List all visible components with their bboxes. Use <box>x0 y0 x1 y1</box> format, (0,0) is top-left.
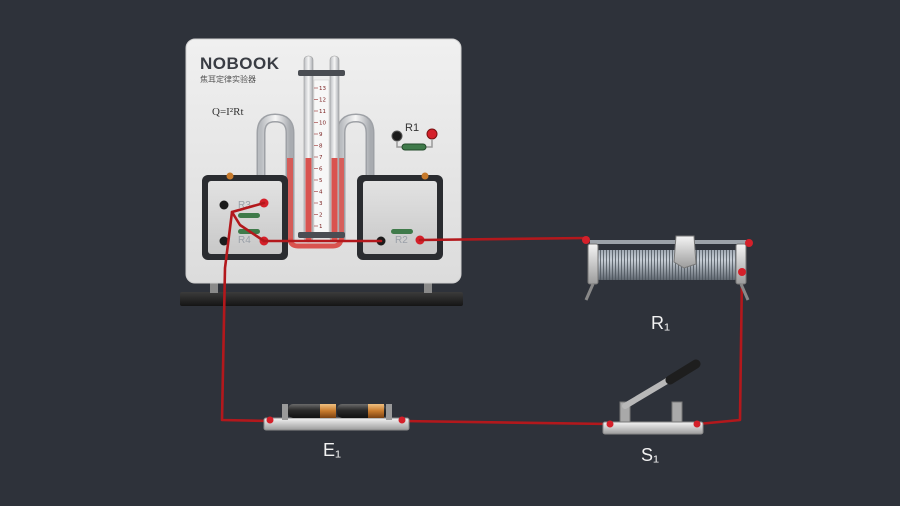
box-left-r4-label: R4 <box>238 235 251 246</box>
battery-base <box>263 417 410 431</box>
circuit-wires[interactable] <box>220 201 744 426</box>
knife-switch[interactable]: S₁ <box>602 359 704 465</box>
wire-box-to-rheostat[interactable] <box>262 236 588 243</box>
switch-contact <box>671 401 683 423</box>
liquid-gauge-left <box>305 158 312 240</box>
rheostat-slider[interactable] <box>673 235 697 269</box>
rheostat-leg-right <box>739 283 750 301</box>
wire-battery-to-box[interactable] <box>220 201 272 423</box>
rheostat[interactable]: R₁ <box>582 235 753 333</box>
box-left-terminal-black-2[interactable] <box>219 236 229 246</box>
battery[interactable]: E₁ <box>263 404 410 460</box>
scale-tick-label: 13 <box>319 86 326 92</box>
board-r1-label: R1 <box>405 122 419 134</box>
switch-hinge <box>619 401 631 423</box>
scale-tick-label: 3 <box>319 201 323 207</box>
scale-tick-label: 9 <box>319 132 323 138</box>
battery-band-2 <box>368 404 384 418</box>
scale-tick-label: 11 <box>319 109 326 115</box>
box-left-r3-label: R3 <box>238 200 251 211</box>
scale-tick-label: 1 <box>319 224 323 230</box>
wire-rheostat-to-switch[interactable] <box>696 270 744 426</box>
battery-holder-left <box>282 404 288 420</box>
scale-tick-label: 7 <box>319 155 323 161</box>
apparatus-base <box>180 292 463 306</box>
apparatus-foot-left <box>210 282 218 293</box>
heating-box-right <box>363 181 437 254</box>
brand-title: NOBOOK <box>200 54 280 73</box>
u-tube-right <box>336 113 375 240</box>
scale-tick-label: 12 <box>319 98 326 104</box>
box-right-r2-label: R2 <box>395 235 408 246</box>
battery-terminal-right[interactable] <box>398 416 406 424</box>
apparatus-name: 焦耳定律实验器 <box>200 74 256 84</box>
rheostat-terminal-top-right[interactable] <box>745 239 753 247</box>
rheostat-end-right <box>735 243 747 285</box>
u-tube-left <box>256 113 295 240</box>
scale-ticks: 13 12 11 10 9 8 7 6 5 4 3 2 1 <box>314 86 326 230</box>
rheostat-terminal-bottom[interactable] <box>738 268 746 276</box>
wire-switch-to-battery[interactable] <box>400 419 612 426</box>
switch-terminal-left[interactable] <box>606 420 614 428</box>
switch-terminal-right[interactable] <box>693 420 701 428</box>
scale-tick-label: 6 <box>319 167 323 173</box>
battery-terminal-left[interactable] <box>266 416 274 424</box>
liquid-left-leg <box>287 158 293 240</box>
board-r1-resistor <box>401 143 427 151</box>
box-right-cap <box>421 172 429 180</box>
switch-handle[interactable] <box>665 359 701 385</box>
joule-formula: Q=I²Rt <box>212 106 244 118</box>
gauge-clamp-top <box>298 70 345 76</box>
switch-label: S₁ <box>641 445 659 465</box>
battery-band-1 <box>320 404 336 418</box>
joule-apparatus[interactable]: NOBOOK 焦耳定律实验器 Q=I²Rt 13121110987654321 … <box>180 38 463 306</box>
switch-base <box>602 421 704 435</box>
box-right-r2-resistor <box>391 229 413 234</box>
rheostat-leg-left <box>584 283 595 301</box>
scale-tick-label: 10 <box>319 121 326 127</box>
scale-tick-label: 8 <box>319 144 323 150</box>
box-left-terminal-black-1[interactable] <box>219 200 229 210</box>
box-left-cap <box>226 172 234 180</box>
switch-blade[interactable] <box>622 375 675 409</box>
liquid-gauge-right <box>331 158 338 240</box>
rheostat-terminal-top-left[interactable] <box>582 236 590 244</box>
board-r1-terminal-black[interactable] <box>391 130 403 142</box>
scale-tick-label: 4 <box>319 190 323 196</box>
rheostat-end-left <box>587 243 599 285</box>
wire-box-jumper[interactable] <box>230 210 266 243</box>
rheostat-coil <box>596 250 738 280</box>
battery-label: E₁ <box>323 440 341 460</box>
board-r1-terminal-red[interactable] <box>426 128 438 140</box>
scale-tick-label: 2 <box>319 213 323 219</box>
scale-tick-label: 5 <box>319 178 323 184</box>
box-left-r3-resistor <box>238 213 260 218</box>
apparatus-foot-right <box>424 282 432 293</box>
battery-holder-right <box>386 404 392 420</box>
rheostat-label: R₁ <box>651 313 670 333</box>
liquid-right-leg <box>338 158 344 240</box>
rheostat-rail <box>590 240 746 244</box>
gauge-clamp-bottom <box>298 232 345 238</box>
